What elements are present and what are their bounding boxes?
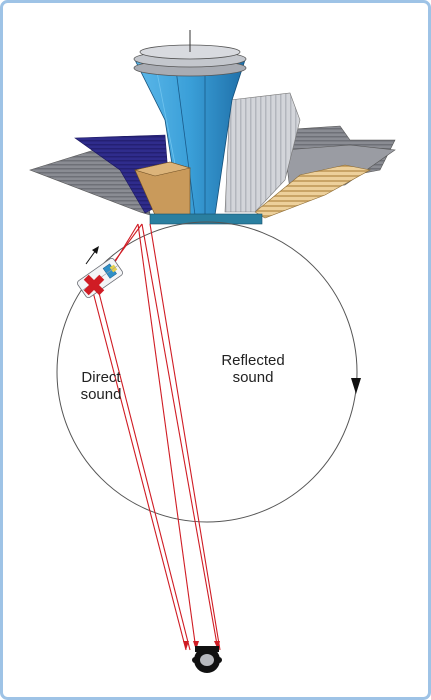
direct-ray	[96, 284, 191, 651]
flight-path-circle	[56, 221, 358, 523]
circle-direction-arrowhead	[351, 378, 361, 394]
reflected-ray-4	[137, 223, 197, 651]
reflected-sound-label: Reflected sound	[221, 352, 285, 386]
listener-head-icon	[192, 646, 222, 673]
direction-arrow-icon	[85, 246, 99, 265]
tan-striped-building	[254, 164, 371, 219]
sound-rays	[91, 223, 221, 651]
crossed-aircraft-icon	[77, 257, 123, 299]
city-buildings	[29, 30, 396, 225]
reflected-ray-6	[91, 287, 187, 651]
reflected-ray-5	[149, 223, 221, 651]
reflected-ray-3	[141, 223, 219, 651]
light-gray-tower	[224, 92, 301, 213]
direct-sound-label: Direct sound	[80, 369, 122, 403]
building-base-slab	[149, 213, 263, 225]
